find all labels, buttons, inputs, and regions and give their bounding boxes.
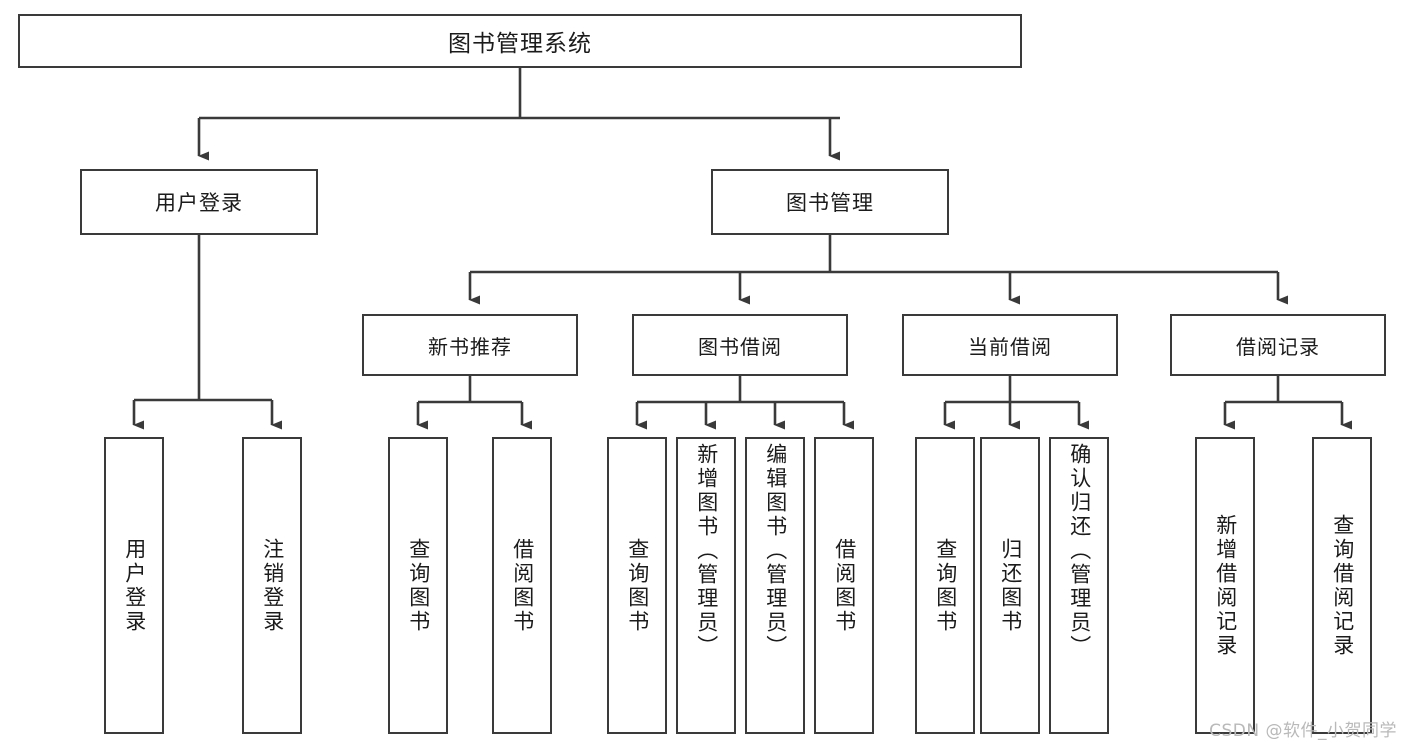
leaf-user-login-logout[interactable]: 注销登录 [242,437,302,734]
leaf-user-login-logout-inner: 注销登录 [244,439,300,732]
leaf-borrow-record-add-inner: 新增借阅记录 [1197,439,1253,732]
leaf-new-book-borrow-inner: 借阅图书 [494,439,550,732]
leaf-current-borrow-return[interactable]: 归还图书 [980,437,1040,734]
leaf-book-borrow-edit-inner: 编辑图书（管理员） [747,439,803,736]
leaf-new-book-borrow-label: 借阅图书 [510,537,535,634]
leaf-book-borrow-edit[interactable]: 编辑图书（管理员） [745,437,805,734]
leaf-current-borrow-confirm[interactable]: 确认归还（管理员） [1049,437,1109,734]
leaf-borrow-record-query[interactable]: 查询借阅记录 [1312,437,1372,734]
node-user-login[interactable]: 用户登录 [80,169,318,235]
node-new-book-recommend-label: 新书推荐 [428,334,512,359]
node-book-management[interactable]: 图书管理 [711,169,949,235]
leaf-new-book-borrow[interactable]: 借阅图书 [492,437,552,734]
leaf-book-borrow-add[interactable]: 新增图书（管理员） [676,437,736,734]
leaf-borrow-record-add[interactable]: 新增借阅记录 [1195,437,1255,734]
node-current-borrow[interactable]: 当前借阅 [902,314,1118,376]
leaf-current-borrow-confirm-label: 确认归还（管理员） [1067,443,1092,659]
leaf-current-borrow-return-label: 归还图书 [998,537,1023,634]
leaf-book-borrow-borrow-label: 借阅图书 [832,537,857,634]
leaf-user-login-login[interactable]: 用户登录 [104,437,164,734]
leaf-current-borrow-query[interactable]: 查询图书 [915,437,975,734]
leaf-book-borrow-query[interactable]: 查询图书 [607,437,667,734]
leaf-user-login-login-label: 用户登录 [122,537,147,634]
leaf-book-borrow-query-label: 查询图书 [625,537,650,634]
node-book-borrow-label: 图书借阅 [698,334,782,359]
node-current-borrow-label: 当前借阅 [968,334,1052,359]
leaf-user-login-logout-label: 注销登录 [260,537,285,634]
leaf-current-borrow-return-inner: 归还图书 [982,439,1038,732]
leaf-book-borrow-edit-label: 编辑图书（管理员） [763,443,788,659]
leaf-current-borrow-query-label: 查询图书 [933,537,958,634]
node-new-book-recommend[interactable]: 新书推荐 [362,314,578,376]
leaf-book-borrow-borrow[interactable]: 借阅图书 [814,437,874,734]
node-book-borrow[interactable]: 图书借阅 [632,314,848,376]
node-root-system[interactable]: 图书管理系统 [18,14,1022,68]
leaf-book-borrow-add-label: 新增图书（管理员） [694,443,719,659]
leaf-borrow-record-add-label: 新增借阅记录 [1213,513,1238,658]
leaf-borrow-record-query-inner: 查询借阅记录 [1314,439,1370,732]
node-book-management-label: 图书管理 [786,191,874,215]
node-borrow-record[interactable]: 借阅记录 [1170,314,1386,376]
leaf-new-book-query-label: 查询图书 [406,537,431,634]
watermark-text: CSDN @软件_小贺同学 [1209,721,1397,741]
leaf-current-borrow-confirm-inner: 确认归还（管理员） [1051,439,1107,736]
node-user-login-label: 用户登录 [155,191,243,215]
leaf-borrow-record-query-label: 查询借阅记录 [1330,513,1355,658]
leaf-current-borrow-query-inner: 查询图书 [917,439,973,732]
leaf-new-book-query-inner: 查询图书 [390,439,446,732]
node-borrow-record-label: 借阅记录 [1236,334,1320,359]
leaf-book-borrow-query-inner: 查询图书 [609,439,665,732]
node-root-system-label: 图书管理系统 [448,31,592,57]
leaf-book-borrow-add-inner: 新增图书（管理员） [678,439,734,736]
leaf-book-borrow-borrow-inner: 借阅图书 [816,439,872,732]
leaf-user-login-login-inner: 用户登录 [106,439,162,732]
leaf-new-book-query[interactable]: 查询图书 [388,437,448,734]
